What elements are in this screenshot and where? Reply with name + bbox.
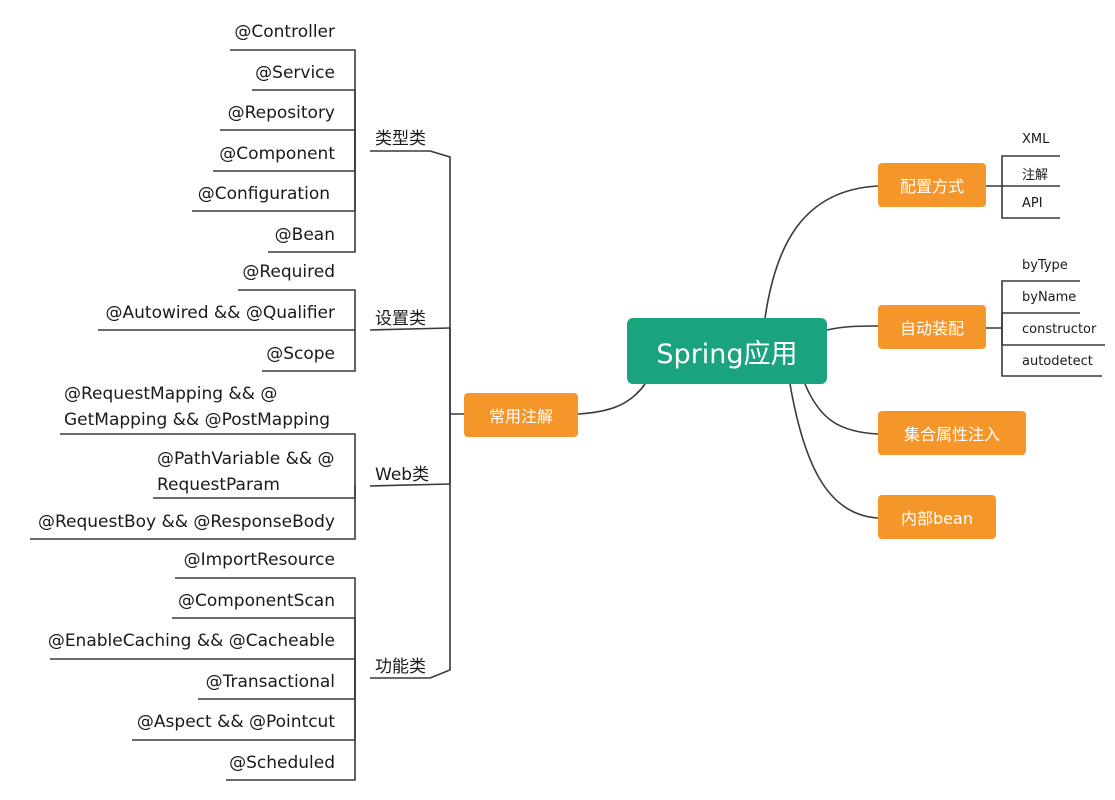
config-item: XML — [1022, 132, 1050, 147]
autowire-item: constructor — [1022, 322, 1097, 337]
annotation-item: @PathVariable && @ RequestParam — [157, 446, 335, 498]
annotation-item: @Autowired && @Qualifier — [105, 303, 335, 323]
annotation-item: @Scheduled — [229, 753, 335, 773]
annotation-item: @RequestMapping && @ GetMapping && @Post… — [64, 381, 330, 433]
collection-node: 集合属性注入 — [878, 411, 1026, 455]
config-item: API — [1022, 196, 1043, 211]
annotation-item-line: GetMapping && @PostMapping — [64, 410, 331, 430]
autowire-node: 自动装配 — [878, 305, 986, 349]
config-item: 注解 — [1022, 168, 1049, 183]
annotation-item-line: RequestParam — [157, 475, 280, 495]
annotation-item: @Service — [255, 63, 335, 83]
annotation-item-line: @RequestMapping && @ — [64, 384, 278, 404]
annotation-item: @Bean — [274, 225, 335, 245]
annotation-item: @Controller — [234, 22, 335, 42]
inner-bean-node: 内部bean — [878, 495, 996, 539]
annotation-item: @ComponentScan — [177, 591, 335, 611]
annotations-node: 常用注解 — [464, 393, 578, 437]
annotation-item: @Transactional — [205, 672, 335, 692]
annotation-item: @Aspect && @Pointcut — [136, 712, 335, 732]
annotation-item: @Component — [219, 144, 335, 164]
root-node: Spring应用 — [627, 318, 827, 384]
config-node: 配置方式 — [878, 163, 986, 207]
annotation-item: @Required — [242, 262, 335, 282]
category-web: Web类 — [375, 465, 430, 485]
annotation-item: @ImportResource — [183, 550, 335, 570]
category-setting: 设置类 — [375, 309, 426, 329]
annotation-item-line: @PathVariable && @ — [157, 449, 335, 469]
autowire-item: byName — [1022, 290, 1077, 305]
category-type: 类型类 — [375, 129, 426, 149]
category-func: 功能类 — [375, 657, 426, 677]
annotation-item: @Scope — [266, 344, 335, 364]
annotation-item: @EnableCaching && @Cacheable — [47, 631, 335, 651]
autowire-item: autodetect — [1022, 354, 1093, 369]
annotation-item: @Configuration — [197, 184, 330, 204]
autowire-item: byType — [1022, 258, 1068, 273]
annotation-item: @RequestBoy && @ResponseBody — [37, 512, 335, 532]
annotation-item: @Repository — [227, 103, 335, 123]
